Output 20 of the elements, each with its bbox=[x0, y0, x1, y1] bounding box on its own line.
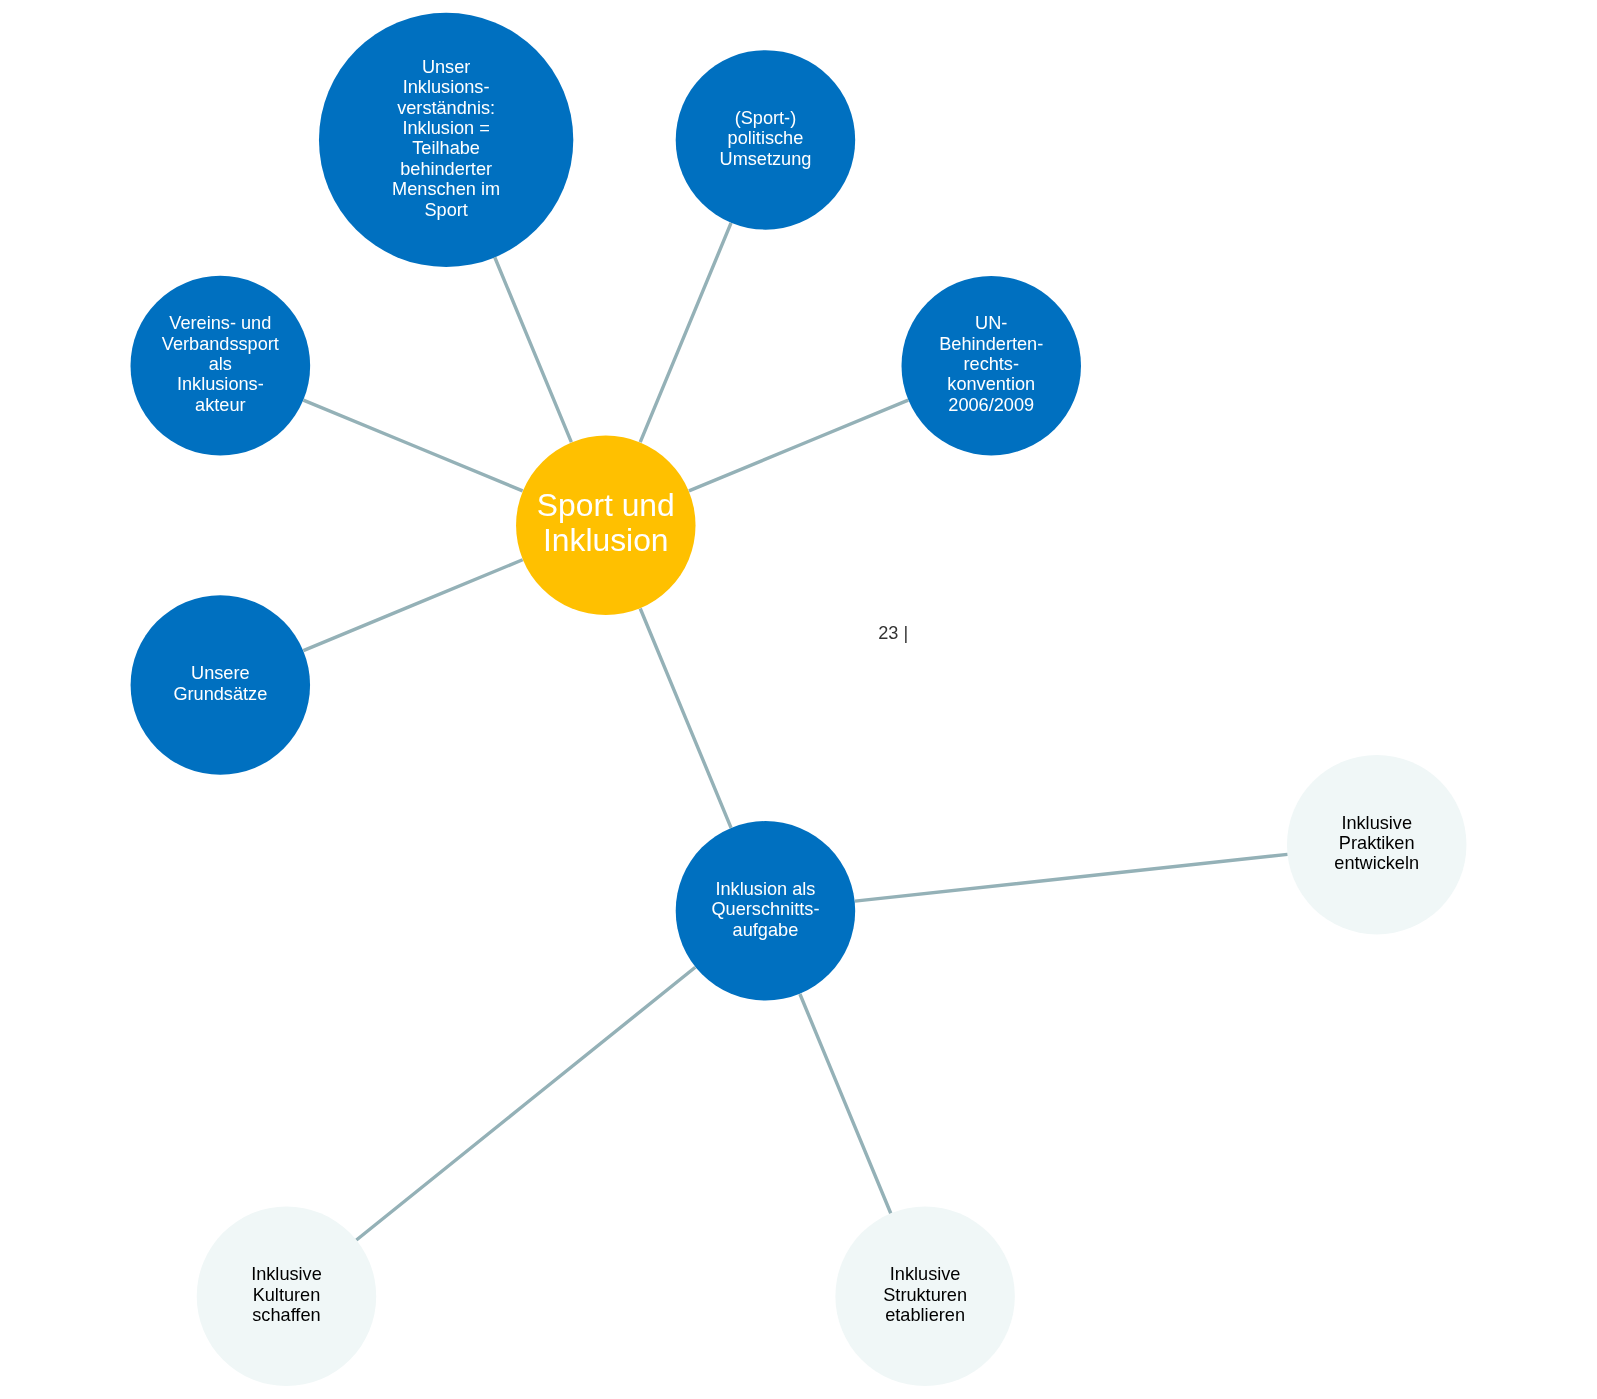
node-circle: Unsere Grundsätze bbox=[130, 595, 311, 775]
node-circle: Inklusion als Querschnitts- aufgabe bbox=[675, 821, 856, 1001]
connector bbox=[854, 852, 1288, 903]
connector bbox=[302, 398, 524, 493]
connector bbox=[638, 607, 733, 829]
node-circle: Unser Inklusions- verständnis: Inklusion = Teilhabe behinderter Menschen im Sport bbox=[318, 12, 574, 268]
node-circle: Inklusive Strukturen etablieren bbox=[835, 1206, 1015, 1386]
node-circle: (Sport-) politische Umsetzung bbox=[675, 50, 856, 230]
node-circle: UN- Behinderten- rechts- konvention 2006/2009 bbox=[901, 275, 1081, 456]
node-circle: Inklusive Kulturen schaffen bbox=[196, 1206, 377, 1386]
connector bbox=[798, 993, 893, 1214]
label: 23 | bbox=[878, 622, 909, 643]
node-circle: Sport und Inklusion bbox=[516, 435, 696, 616]
connector bbox=[302, 558, 524, 653]
connector bbox=[493, 256, 573, 443]
node-circle: Inklusive Praktiken entwickeln bbox=[1287, 754, 1467, 935]
connector bbox=[355, 965, 697, 1242]
node-circle: Vereins- und Verbandssport als Inklusions- akteur bbox=[130, 275, 311, 456]
connector bbox=[688, 398, 909, 493]
connector bbox=[638, 222, 733, 443]
